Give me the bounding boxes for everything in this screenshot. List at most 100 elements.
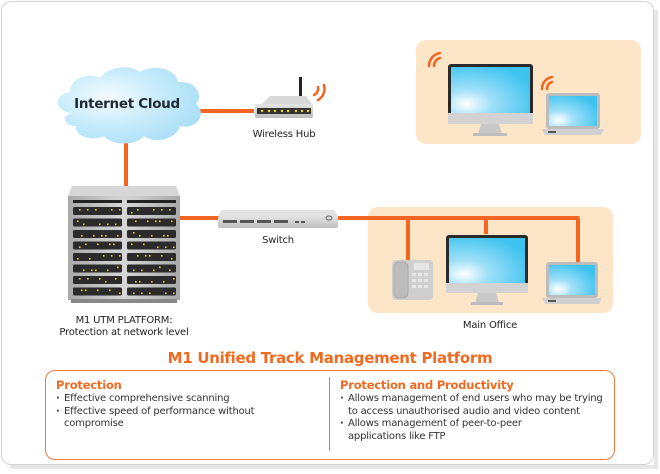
desk-phone-icon bbox=[392, 260, 433, 300]
rack-led bbox=[159, 220, 161, 223]
rack-led bbox=[109, 243, 111, 246]
rack-led bbox=[141, 292, 143, 295]
info-box bbox=[45, 370, 615, 460]
rack-led bbox=[159, 266, 161, 269]
rack-led bbox=[143, 243, 145, 246]
cloud-icon bbox=[57, 67, 201, 144]
router-icon bbox=[255, 77, 313, 118]
productivity-heading: Protection and Productivity bbox=[340, 378, 514, 392]
wifi-signal-icon bbox=[312, 83, 326, 102]
rack-led bbox=[173, 292, 175, 295]
rack-led bbox=[165, 246, 167, 249]
rack-led bbox=[105, 235, 107, 237]
switch-label: Switch bbox=[262, 235, 294, 246]
rack-led bbox=[85, 243, 87, 246]
rack-slot bbox=[73, 264, 122, 273]
rack-led bbox=[111, 209, 113, 211]
rack-led bbox=[89, 258, 91, 260]
network-switch-icon bbox=[218, 210, 338, 228]
rack-led bbox=[117, 266, 119, 269]
rack-slot bbox=[127, 218, 176, 227]
rack-slot bbox=[73, 287, 122, 296]
rack-led bbox=[87, 278, 89, 280]
rack-led bbox=[95, 209, 97, 211]
desktop-monitor-icon bbox=[446, 235, 528, 305]
utm-platform-label-line2: Protection at network level bbox=[59, 327, 189, 338]
rack-led bbox=[81, 235, 83, 237]
internet-cloud-label: Internet Cloud bbox=[74, 96, 180, 112]
rack-led bbox=[81, 289, 83, 292]
rack-led bbox=[105, 281, 107, 283]
rack-led bbox=[83, 269, 85, 272]
rack-led bbox=[137, 209, 139, 211]
rack-led bbox=[171, 258, 173, 260]
info-right-column: Protection and Productivity Allows manag… bbox=[340, 378, 608, 443]
connection-lines bbox=[124, 109, 580, 265]
rack-led bbox=[79, 246, 81, 249]
rack-led bbox=[161, 255, 163, 257]
rack-slot bbox=[73, 241, 122, 250]
rack-led bbox=[79, 278, 81, 280]
rack-led bbox=[103, 255, 105, 257]
rack-led bbox=[151, 281, 153, 283]
rack-slot bbox=[127, 287, 176, 296]
rack-led bbox=[137, 255, 139, 257]
rack-led bbox=[149, 255, 151, 257]
productivity-list: Allows management of end users who may b… bbox=[340, 393, 608, 443]
rack-led bbox=[101, 235, 103, 237]
wireless-hub-label: Wireless Hub bbox=[252, 129, 316, 140]
rack-led bbox=[153, 269, 155, 272]
rack-slot bbox=[73, 207, 122, 215]
rack-led bbox=[107, 223, 109, 226]
rack-led bbox=[77, 258, 79, 260]
rack-led bbox=[171, 220, 173, 223]
list-item: Effective speed of performance without c… bbox=[56, 406, 264, 431]
rack-led bbox=[133, 269, 135, 272]
rack-led bbox=[133, 292, 135, 295]
frame-shadow-bottom bbox=[10, 465, 658, 469]
rack-slot bbox=[127, 264, 176, 273]
rack-led bbox=[107, 269, 109, 272]
rack-led bbox=[115, 278, 117, 280]
rack-slot bbox=[127, 276, 176, 284]
rack-led bbox=[97, 243, 99, 246]
rack-led bbox=[153, 209, 155, 211]
rack-led bbox=[167, 235, 169, 237]
rack-led bbox=[119, 209, 121, 211]
rack-slot bbox=[73, 253, 122, 261]
rack-led bbox=[173, 278, 175, 280]
wifi-signal-icon bbox=[427, 51, 442, 68]
rack-led bbox=[87, 209, 89, 211]
rack-led bbox=[157, 246, 159, 249]
rack-led bbox=[119, 292, 121, 295]
info-divider bbox=[329, 377, 330, 451]
list-item: Allows management of end users who may b… bbox=[340, 393, 608, 418]
rack-led bbox=[131, 243, 133, 246]
server-rack-icon bbox=[68, 186, 180, 303]
rack-led bbox=[135, 281, 137, 283]
diagram-title: M1 Unified Track Management Platform bbox=[167, 349, 493, 367]
rack-led bbox=[161, 209, 163, 211]
rack-led bbox=[139, 281, 141, 283]
rack-led bbox=[109, 289, 111, 292]
rack-led bbox=[145, 255, 147, 257]
rack-led bbox=[117, 235, 119, 237]
rack-slot bbox=[73, 230, 122, 238]
utm-platform-label-line1: M1 UTM PLATFORM: bbox=[75, 315, 173, 326]
rack-led bbox=[115, 223, 117, 226]
rack-led bbox=[99, 223, 101, 226]
rack-led bbox=[135, 220, 137, 223]
rack-led bbox=[91, 269, 93, 272]
rack-led bbox=[169, 269, 171, 272]
desktop-monitor-icon bbox=[448, 64, 533, 136]
main-office-label: Main Office bbox=[462, 320, 518, 331]
wifi-signal-icon bbox=[540, 75, 554, 91]
rack-led bbox=[139, 235, 141, 237]
rack-led bbox=[97, 289, 99, 292]
rack-led bbox=[141, 269, 143, 272]
rack-led bbox=[163, 281, 165, 283]
rack-led bbox=[169, 209, 171, 211]
rack-led bbox=[83, 223, 85, 226]
list-item: Effective comprehensive scanning bbox=[56, 393, 316, 406]
